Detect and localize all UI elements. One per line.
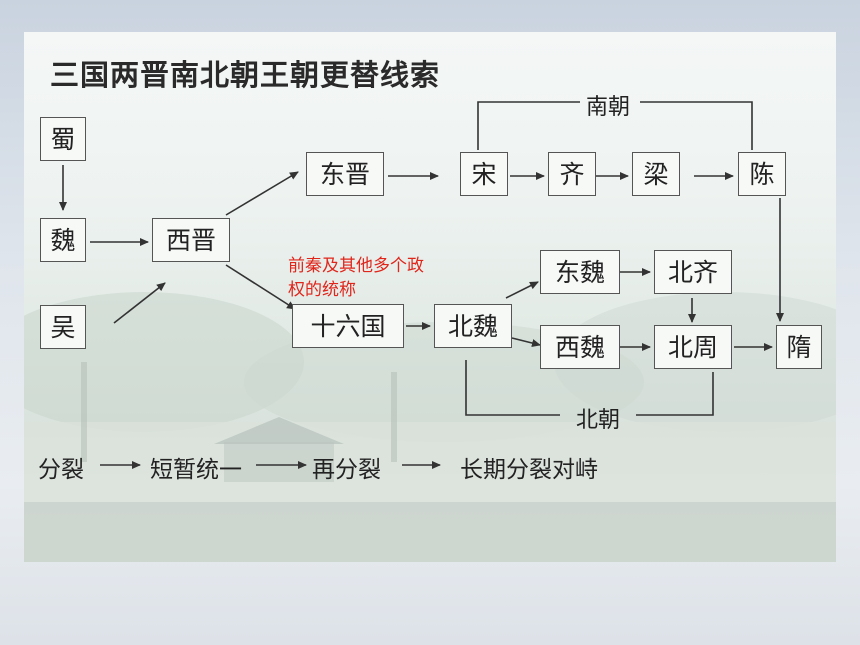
arrow-wu-xijin xyxy=(113,282,166,324)
node-beiqi: 北齐 xyxy=(654,250,732,294)
beichao-bracket-right xyxy=(636,372,714,416)
node-dongwei: 东魏 xyxy=(540,250,620,294)
node-liang: 梁 xyxy=(632,152,680,196)
node-xijin: 西晋 xyxy=(152,218,230,262)
node-beizhou: 北周 xyxy=(654,325,732,369)
shiliuguo-note: 前秦及其他多个政权的统称 xyxy=(288,256,424,300)
node-shu: 蜀 xyxy=(40,117,86,161)
arrow-beiwei-xiwei xyxy=(511,337,541,347)
arrow-beiwei-dongwei xyxy=(505,281,539,299)
nanchao-bracket-left xyxy=(477,101,580,150)
node-beiwei: 北魏 xyxy=(434,304,512,348)
beichao-bracket-left xyxy=(465,360,560,416)
arrow-xijin-dongjin xyxy=(225,171,299,216)
node-shiliuguo: 十六国 xyxy=(292,304,404,348)
node-sui: 隋 xyxy=(776,325,822,369)
node-wu: 吴 xyxy=(40,305,86,349)
flow-step-3: 再分裂 xyxy=(312,457,381,483)
node-chen: 陈 xyxy=(738,152,786,196)
node-dongjin: 东晋 xyxy=(306,152,384,196)
flow-step-4: 长期分裂对峙 xyxy=(460,457,598,483)
label-beichao: 北朝 xyxy=(576,408,621,433)
page-title: 三国两晋南北朝王朝更替线索 xyxy=(50,58,441,92)
node-xiwei: 西魏 xyxy=(540,325,620,369)
node-qi: 齐 xyxy=(548,152,596,196)
arrow-xijin-shiliuguo xyxy=(225,264,296,310)
flow-step-1: 分裂 xyxy=(38,457,84,483)
node-song: 宋 xyxy=(460,152,508,196)
node-wei: 魏 xyxy=(40,218,86,262)
nanchao-bracket-right xyxy=(640,101,753,150)
label-nanchao: 南朝 xyxy=(586,95,631,120)
flow-step-2: 短暂统一 xyxy=(150,457,242,483)
